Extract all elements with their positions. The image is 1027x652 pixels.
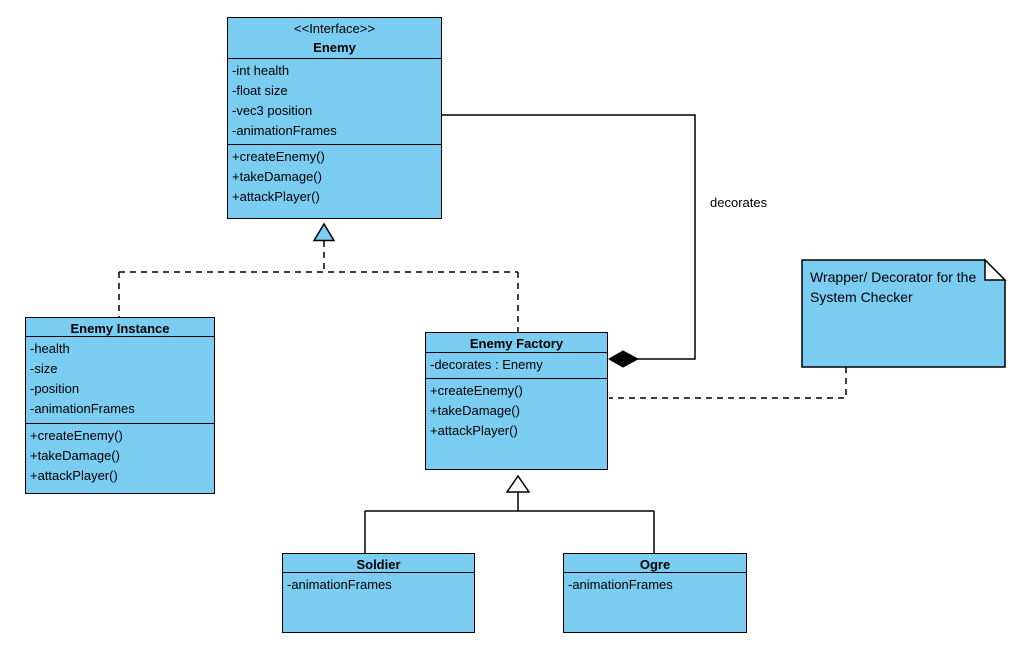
class-soldier-attributes: -animationFrames: [283, 573, 474, 632]
class-soldier-header: Soldier: [283, 554, 474, 573]
realization-edge: [118, 241, 519, 332]
composition-edge: [442, 114, 696, 360]
method: +takeDamage(): [30, 448, 120, 463]
class-enemy-name: Enemy: [313, 40, 356, 55]
class-enemy-attributes: -int health -float size -vec3 position -…: [228, 59, 441, 145]
class-ogre-name: Ogre: [639, 557, 671, 572]
note-anchor-edge: [609, 367, 847, 399]
class-enemy-factory-header: Enemy Factory: [426, 333, 607, 353]
attribute: -float size: [232, 83, 288, 98]
attribute: -vec3 position: [232, 103, 313, 118]
composition-diamond: [607, 350, 640, 368]
class-enemy-instance-attributes: -health -size -position -animationFrames: [26, 337, 214, 424]
edge-label-decorates: decorates: [710, 195, 768, 210]
class-enemy-factory-methods: +createEnemy() +takeDamage() +attackPlay…: [426, 379, 607, 469]
method: +createEnemy(): [30, 428, 123, 443]
attribute: -health: [30, 341, 70, 356]
class-enemy-factory: Enemy Factory -decorates : Enemy +create…: [425, 332, 608, 470]
class-enemy-instance-name: Enemy Instance: [70, 321, 170, 336]
generalization-triangle: [505, 474, 531, 493]
note-fold-corner: [984, 258, 1007, 281]
attribute: -int health: [232, 63, 290, 78]
class-ogre-attributes: -animationFrames: [564, 573, 746, 632]
attribute: -position: [30, 381, 80, 396]
class-enemy-factory-attributes: -decorates : Enemy: [426, 353, 607, 379]
note-shape: [801, 259, 1006, 368]
attribute: -size: [30, 361, 58, 376]
class-enemy-header: <<Interface>> Enemy: [228, 18, 441, 59]
method: +attackPlayer(): [30, 468, 118, 483]
class-ogre: Ogre -animationFrames: [563, 553, 747, 633]
class-enemy-instance-methods: +createEnemy() +takeDamage() +attackPlay…: [26, 424, 214, 493]
realization-triangle: [312, 222, 336, 242]
method: +createEnemy(): [232, 149, 325, 164]
note-wrapper-decorator: Wrapper/ Decorator for the System Checke…: [810, 269, 977, 305]
attribute: -animationFrames: [30, 401, 135, 416]
method: +takeDamage(): [430, 403, 520, 418]
class-enemy: <<Interface>> Enemy -int health -float s…: [227, 17, 442, 219]
attribute: -animationFrames: [568, 577, 673, 592]
method: +takeDamage(): [232, 169, 322, 184]
class-enemy-factory-name: Enemy Factory: [469, 336, 564, 351]
class-soldier-name: Soldier: [356, 557, 401, 572]
class-enemy-instance-header: Enemy Instance: [26, 318, 214, 337]
class-soldier: Soldier -animationFrames: [282, 553, 475, 633]
generalization-edge: [364, 492, 655, 553]
class-enemy-stereotype: <<Interface>>: [294, 21, 375, 36]
class-enemy-instance: Enemy Instance -health -size -position -…: [25, 317, 215, 494]
attribute: -animationFrames: [232, 123, 337, 138]
class-enemy-methods: +createEnemy() +takeDamage() +attackPlay…: [228, 145, 441, 218]
method: +attackPlayer(): [430, 423, 518, 438]
attribute: -animationFrames: [287, 577, 392, 592]
method: +createEnemy(): [430, 383, 523, 398]
class-ogre-header: Ogre: [564, 554, 746, 573]
method: +attackPlayer(): [232, 189, 320, 204]
attribute: -decorates : Enemy: [430, 357, 543, 372]
